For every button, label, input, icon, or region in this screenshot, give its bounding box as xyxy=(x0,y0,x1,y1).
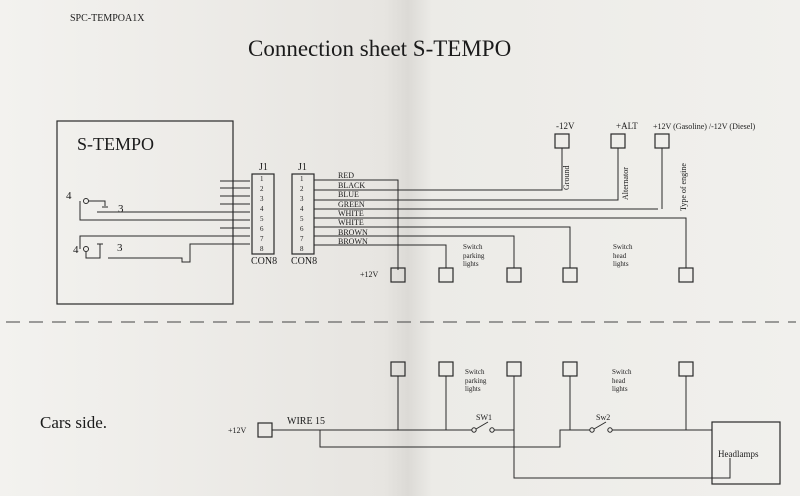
svg-text:1: 1 xyxy=(300,175,304,183)
plus12-label-module: +12V xyxy=(360,270,379,279)
connector-2-pins: 1 2 3 4 5 6 7 8 xyxy=(300,175,304,253)
headlamps-box xyxy=(711,421,781,485)
svg-text:lights: lights xyxy=(465,385,481,393)
wire-runs xyxy=(314,148,687,270)
svg-text:Switch: Switch xyxy=(613,243,633,251)
module-label: S-TEMPO xyxy=(77,134,154,154)
svg-text:4: 4 xyxy=(300,205,304,213)
wire-label-7: BROWN xyxy=(338,228,368,237)
wire-label-6: WHITE xyxy=(338,218,364,227)
connector-1-pins: 1 2 3 4 5 6 7 8 xyxy=(260,175,264,253)
wire-label-2: BLACK xyxy=(338,181,365,190)
connector-1 xyxy=(251,173,275,255)
svg-text:Switch: Switch xyxy=(463,243,483,251)
cars-side-terminals xyxy=(390,361,694,377)
terminal-ground: -12V Ground xyxy=(554,121,575,190)
headlamps-label: Headlamps xyxy=(718,449,759,459)
svg-text:head: head xyxy=(613,252,627,260)
svg-text:5: 5 xyxy=(300,215,304,223)
page-title: Connection sheet S-TEMPO xyxy=(248,36,511,61)
switch-head-label-car: Switch head lights xyxy=(612,368,632,393)
terminal-alternator: +ALT Alternator xyxy=(610,121,638,200)
svg-text:parking: parking xyxy=(465,377,487,385)
relay-2-pin-com: 4 xyxy=(73,244,79,256)
svg-text:Type of engine: Type of engine xyxy=(679,163,688,211)
terminal-head-1 xyxy=(562,267,578,283)
terminal-parking-1 xyxy=(438,267,454,283)
relay-2-pin-no: 3 xyxy=(117,242,123,254)
cars-side-label: Cars side. xyxy=(40,413,107,432)
relay-1-pin-com: 4 xyxy=(66,190,72,202)
connector-2-header: J1 xyxy=(298,162,307,173)
connector-1-header: J1 xyxy=(259,162,268,173)
svg-text:7: 7 xyxy=(300,235,304,243)
svg-text:+ALT: +ALT xyxy=(616,121,638,131)
terminal-head-2 xyxy=(678,267,694,283)
cars-side-wiring xyxy=(272,376,731,479)
relay-1: 4 3 xyxy=(66,190,250,221)
svg-text:8: 8 xyxy=(260,245,264,253)
connector-2 xyxy=(291,173,315,255)
terminal-12v-car xyxy=(257,422,273,438)
wire-label-1: RED xyxy=(338,171,354,180)
svg-text:lights: lights xyxy=(463,260,479,268)
svg-text:7: 7 xyxy=(260,235,264,243)
wire-label-8: BROWN xyxy=(338,237,368,246)
sw1-label: SW1 xyxy=(476,413,492,422)
svg-text:Switch: Switch xyxy=(465,368,485,376)
svg-text:2: 2 xyxy=(260,185,264,193)
svg-text:Ground: Ground xyxy=(562,166,571,190)
svg-text:parking: parking xyxy=(463,252,485,260)
svg-text:2: 2 xyxy=(300,185,304,193)
switch-head-label-module: Switch head lights xyxy=(613,243,633,268)
svg-text:3: 3 xyxy=(260,195,264,203)
svg-text:6: 6 xyxy=(260,225,264,233)
wire-color-labels: RED BLACK BLUE GREEN WHITE WHITE BROWN B… xyxy=(338,171,368,246)
wire15-label: WIRE 15 xyxy=(287,416,325,427)
terminal-12v xyxy=(390,267,406,283)
svg-text:6: 6 xyxy=(300,225,304,233)
switch-parking-label-module: Switch parking lights xyxy=(463,243,485,268)
terminal-parking-2 xyxy=(506,267,522,283)
svg-text:-12V: -12V xyxy=(556,121,575,131)
connector-1-name: CON8 xyxy=(251,256,277,267)
svg-text:8: 8 xyxy=(300,245,304,253)
svg-text:+12V (Gasoline) /-12V (Diesel): +12V (Gasoline) /-12V (Diesel) xyxy=(653,122,756,131)
connector-2-name: CON8 xyxy=(291,256,317,267)
switch-parking-label-car: Switch parking lights xyxy=(465,368,487,393)
sw2-label: Sw2 xyxy=(596,413,610,422)
svg-text:lights: lights xyxy=(612,385,628,393)
terminal-engine-type: +12V (Gasoline) /-12V (Diesel) Type of e… xyxy=(653,122,756,211)
svg-text:lights: lights xyxy=(613,260,629,268)
wire-label-5: WHITE xyxy=(338,209,364,218)
relay-2: 4 3 xyxy=(73,235,250,263)
svg-text:4: 4 xyxy=(260,205,264,213)
plus12-label-car: +12V xyxy=(228,426,247,435)
svg-text:5: 5 xyxy=(260,215,264,223)
svg-text:Switch: Switch xyxy=(612,368,632,376)
wire-label-4: GREEN xyxy=(338,200,365,209)
wire-label-3: BLUE xyxy=(338,190,359,199)
svg-text:head: head xyxy=(612,377,626,385)
svg-text:3: 3 xyxy=(300,195,304,203)
doc-code: SPC-TEMPOA1X xyxy=(70,13,145,24)
svg-text:Alternator: Alternator xyxy=(621,167,630,200)
svg-text:1: 1 xyxy=(260,175,264,183)
relay-1-pin-no: 3 xyxy=(118,203,124,215)
